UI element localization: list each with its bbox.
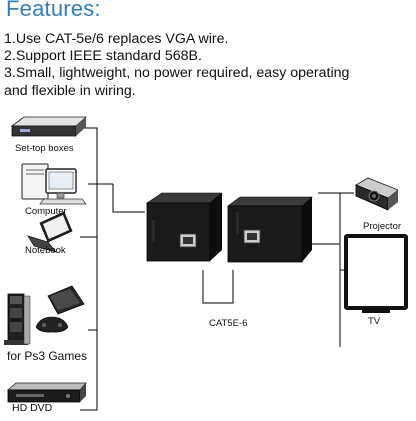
set-top-boxes-label: Set-top boxes xyxy=(15,143,74,154)
cat-cable-line xyxy=(202,270,234,304)
connection-diagram: Set-top boxes Computer Notebook for Ps3 … xyxy=(0,100,416,416)
feature-item-3: 3.Small, lightweight, no power required,… xyxy=(4,65,350,81)
feature-item-1: 1.Use CAT-5e/6 replaces VGA wire. xyxy=(4,31,229,47)
connection-lines xyxy=(80,127,354,411)
features-title: Features: xyxy=(6,0,101,21)
hd-dvd-player-icon xyxy=(6,382,87,403)
feature-item-3-continued: and flexible in wiring. xyxy=(4,83,136,99)
notebook-icon xyxy=(27,211,73,253)
notebook-label: Notebook xyxy=(25,245,66,256)
output-bus-line xyxy=(318,192,341,347)
computer-icon xyxy=(21,163,87,205)
hd-dvd-label: HD DVD xyxy=(12,402,53,414)
computer-label: Computer xyxy=(25,206,67,217)
ps3-games-label: for Ps3 Games xyxy=(7,349,88,363)
feature-item-2: 2.Support IEEE standard 568B. xyxy=(4,48,202,64)
set-top-box-icon xyxy=(10,116,88,137)
diagram-graphics xyxy=(4,116,408,411)
projector-icon xyxy=(355,177,399,211)
cat5e-cable-label: CAT5E-6 xyxy=(209,318,248,329)
input-cable-line xyxy=(112,184,145,213)
extender-transmitter-icon xyxy=(146,192,223,262)
tv-label: TV xyxy=(368,316,381,327)
extender-receiver-icon xyxy=(227,196,313,263)
projector-label: Projector xyxy=(363,221,402,232)
source-bus-line xyxy=(80,127,98,411)
tv-icon xyxy=(344,234,408,313)
ps3-console-icon xyxy=(4,293,31,345)
game-controller-icon xyxy=(35,285,85,333)
